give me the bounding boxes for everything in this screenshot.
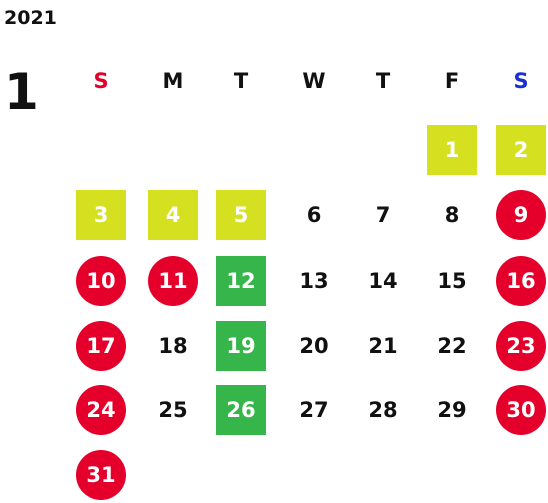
day-cell[interactable]: 20	[299, 334, 329, 358]
day-cell[interactable]: 13	[299, 269, 329, 293]
day-cell[interactable]: 5	[216, 190, 266, 240]
day-cell[interactable]: 19	[216, 321, 266, 371]
day-cell[interactable]: 27	[299, 398, 329, 422]
weekday-label: S	[513, 69, 529, 93]
weekday-label: S	[93, 69, 109, 93]
day-cell[interactable]: 16	[496, 256, 546, 306]
day-cell[interactable]: 1	[427, 125, 477, 175]
day-cell[interactable]: 24	[76, 385, 126, 435]
day-cell[interactable]: 21	[368, 334, 398, 358]
day-cell[interactable]: 9	[496, 190, 546, 240]
weekday-label: T	[233, 69, 249, 93]
day-cell[interactable]: 23	[496, 321, 546, 371]
day-cell[interactable]: 22	[437, 334, 467, 358]
day-cell[interactable]: 2	[496, 125, 546, 175]
day-cell[interactable]: 17	[76, 321, 126, 371]
weekday-label: T	[375, 69, 391, 93]
day-cell[interactable]: 31	[76, 450, 126, 500]
day-cell[interactable]: 11	[148, 256, 198, 306]
day-cell[interactable]: 14	[368, 269, 398, 293]
weekday-label: F	[444, 69, 460, 93]
weekday-label: W	[302, 69, 326, 93]
day-cell[interactable]: 28	[368, 398, 398, 422]
day-cell[interactable]: 26	[216, 385, 266, 435]
day-cell[interactable]: 7	[375, 203, 391, 227]
year-label: 2021	[4, 7, 57, 29]
day-cell[interactable]: 29	[437, 398, 467, 422]
day-cell[interactable]: 12	[216, 256, 266, 306]
day-cell[interactable]: 25	[158, 398, 188, 422]
day-cell[interactable]: 15	[437, 269, 467, 293]
day-cell[interactable]: 3	[76, 190, 126, 240]
day-cell[interactable]: 30	[496, 385, 546, 435]
day-cell[interactable]: 8	[444, 203, 460, 227]
day-cell[interactable]: 18	[158, 334, 188, 358]
month-number: 1	[4, 63, 39, 121]
day-cell[interactable]: 6	[306, 203, 322, 227]
day-cell[interactable]: 10	[76, 256, 126, 306]
weekday-label: M	[162, 69, 184, 93]
day-cell[interactable]: 4	[148, 190, 198, 240]
